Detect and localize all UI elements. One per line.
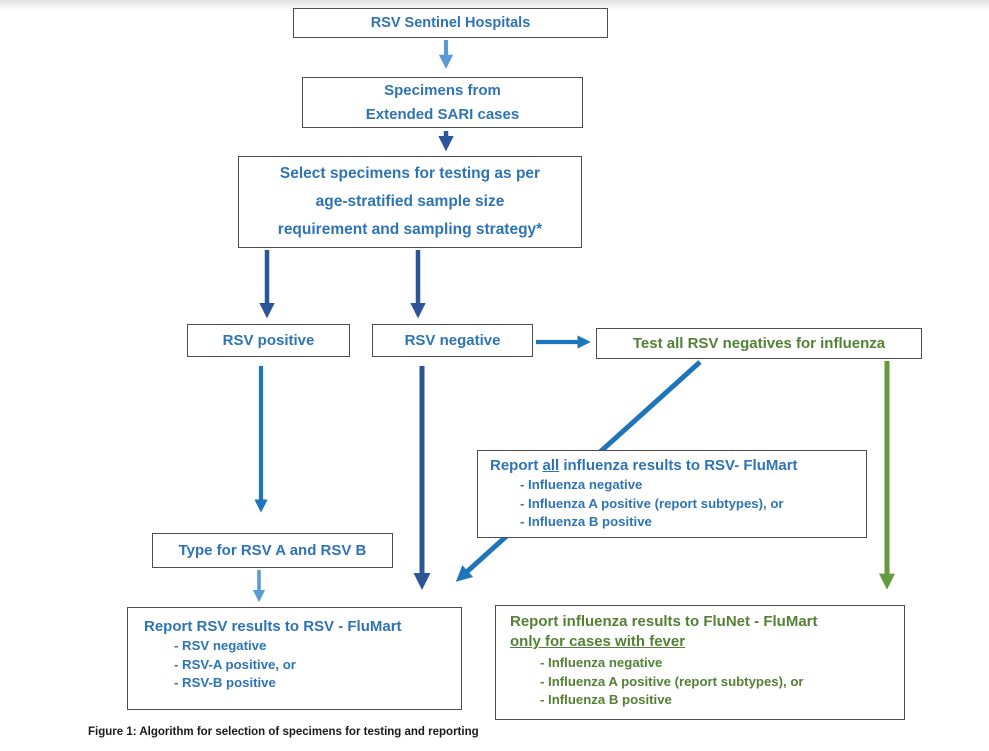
node-title-line2: only for cases with fever — [510, 633, 686, 650]
node-type-rsv-a-b: Type for RSV A and RSV B — [152, 533, 393, 568]
node-report-rsv-results: Report RSV results to RSV - FluMart - RS… — [127, 607, 462, 710]
node-label: Type for RSV A and RSV B — [178, 542, 367, 559]
node-test-all-rsv-negatives: Test all RSV negatives for influenza — [596, 328, 922, 359]
node-label: RSV negative — [404, 332, 501, 349]
list-item: - RSV-B positive — [174, 675, 276, 690]
list-item: - Influenza B positive — [540, 692, 672, 707]
node-rsv-positive: RSV positive — [187, 324, 350, 357]
list-item: - Influenza A positive (report subtypes)… — [540, 673, 804, 689]
page-top-shadow — [0, 0, 989, 11]
node-label-line3: requirement and sampling strategy* — [277, 221, 543, 238]
list-item: - Influenza B positive — [520, 514, 652, 529]
node-label: Test all RSV negatives for influenza — [632, 335, 886, 352]
node-select-specimens: Select specimens for testing as per age-… — [238, 156, 582, 248]
node-label: RSV positive — [222, 332, 315, 349]
list-item: - Influenza negative — [520, 477, 643, 492]
node-rsv-negative: RSV negative — [372, 324, 533, 357]
result-list: - Influenza negative - Influenza A posit… — [510, 654, 904, 710]
node-label: RSV Sentinel Hospitals — [370, 15, 531, 31]
result-list: - Influenza negative - Influenza A posit… — [490, 476, 866, 532]
list-item: - RSV-A positive, or — [174, 656, 296, 672]
node-specimens-extended-sari: Specimens from Extended SARI cases — [302, 77, 583, 128]
node-label-line1: Specimens from — [384, 81, 501, 99]
title-suffix: influenza results to RSV- FluMart — [559, 457, 798, 474]
list-item: - Influenza A positive (report subtypes)… — [520, 495, 784, 511]
figure-caption: Figure 1: Algorithm for selection of spe… — [88, 726, 479, 738]
node-rsv-sentinel-hospitals: RSV Sentinel Hospitals — [293, 8, 608, 38]
node-label-line1: Select specimens for testing as per — [279, 165, 541, 182]
node-title: Report all influenza results to RSV- Flu… — [490, 457, 866, 474]
node-label-line2: Extended SARI cases — [365, 105, 520, 123]
node-title: Report RSV results to RSV - FluMart — [144, 618, 402, 635]
node-label-line2: age-stratified sample size — [315, 193, 505, 210]
node-title-line1: Report influenza results to FluNet - Flu… — [510, 613, 818, 630]
title-prefix: Report — [490, 457, 543, 474]
node-report-flunet: Report influenza results to FluNet - Flu… — [495, 605, 905, 720]
list-item: - Influenza negative — [540, 655, 663, 670]
node-report-all-influenza: Report all influenza results to RSV- Flu… — [477, 450, 867, 538]
list-item: - RSV negative — [174, 638, 267, 653]
title-underlined: all — [542, 457, 560, 474]
result-list: - RSV negative - RSV-A positive, or - RS… — [144, 637, 461, 693]
